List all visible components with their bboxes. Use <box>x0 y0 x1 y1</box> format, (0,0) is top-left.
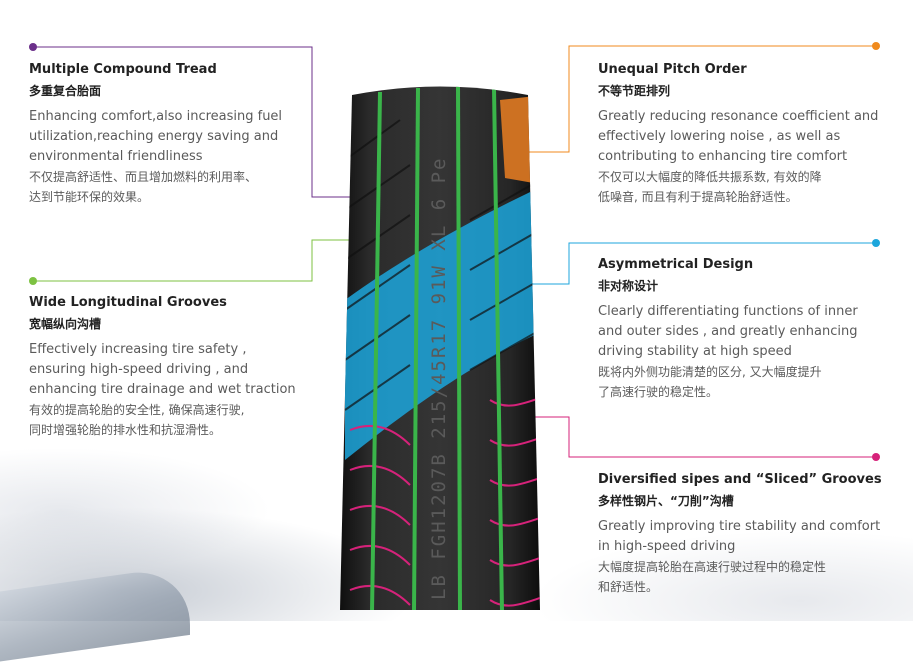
feature-desc-zh-line: 了高速行驶的稳定性。 <box>598 385 719 399</box>
tire-sidewall-text: LB FGH1207B 215/45R17 91W XL 6 Pe <box>428 157 450 601</box>
asym-callout-line <box>522 242 876 285</box>
feature-desc-en-line: Enhancing comfort,also increasing fuel <box>29 109 283 124</box>
feature-desc-zh-line: 同时增强轮胎的排水性和抗湿滑性。 <box>29 423 222 437</box>
feature-title-zh: 多样性钢片、“刀削”沟槽 <box>598 494 734 508</box>
asym-callout-dot <box>872 239 880 247</box>
grooves-callout-dot <box>29 277 37 285</box>
feature-desc-en-line: Greatly reducing resonance coefficient a… <box>598 109 879 124</box>
feature-desc-zh-line: 低噪音, 而且有利于提高轮胎舒适性。 <box>598 190 798 204</box>
feature-desc-en-line: driving stability at high speed <box>598 344 792 359</box>
feature-title-en: Multiple Compound Tread <box>29 62 217 77</box>
feature-desc-en-line: Greatly improving tire stability and com… <box>598 519 881 534</box>
feature-title-en: Diversified sipes and “Sliced” Grooves <box>598 472 882 487</box>
feature-desc-en-line: Clearly differentiating functions of inn… <box>598 304 858 319</box>
feature-title-en: Wide Longitudinal Grooves <box>29 295 227 310</box>
feature-asymmetric: Asymmetrical Design 非对称设计 Clearly differ… <box>598 257 898 402</box>
feature-sipes: Diversified sipes and “Sliced” Grooves 多… <box>598 472 903 597</box>
feature-grooves: Wide Longitudinal Grooves 宽幅纵向沟槽 Effecti… <box>29 295 319 440</box>
feature-desc-en-line: in high-speed driving <box>598 539 736 554</box>
feature-pitch: Unequal Pitch Order 不等节距排列 Greatly reduc… <box>598 62 898 207</box>
feature-desc-zh-line: 大幅度提高轮胎在高速行驶过程中的稳定性 <box>598 560 827 574</box>
feature-desc-zh-line: 和舒适性。 <box>598 580 659 594</box>
feature-desc-en-line: environmental friendliness <box>29 149 203 164</box>
tire-illustration: LB FGH1207B 215/45R17 91W XL 6 Pe <box>340 86 540 610</box>
feature-desc-zh-line: 既将内外侧功能清楚的区分, 又大幅度提升 <box>598 365 822 379</box>
compound-callout-dot <box>29 43 37 51</box>
feature-desc-en-line: and outer sides , and greatly enhancing <box>598 324 858 339</box>
feature-desc-en-line: contributing to enhancing tire comfort <box>598 149 848 164</box>
feature-desc-en-line: effectively lowering noise , as well as <box>598 129 841 144</box>
feature-title-en: Unequal Pitch Order <box>598 62 747 77</box>
feature-title-en: Asymmetrical Design <box>598 257 754 272</box>
pitch-callout-line <box>518 45 876 153</box>
pitch-zone <box>500 95 540 185</box>
feature-title-zh: 多重复合胎面 <box>29 84 102 98</box>
feature-desc-zh-line: 有效的提高轮胎的安全性, 确保高速行驶, <box>29 403 245 417</box>
pitch-callout-dot <box>872 42 880 50</box>
feature-title-zh: 不等节距排列 <box>598 84 671 98</box>
feature-desc-en-line: utilization,reaching energy saving and <box>29 129 279 144</box>
feature-desc-zh-line: 不仅可以大幅度的降低共振系数, 有效的降 <box>598 170 822 184</box>
feature-title-zh: 非对称设计 <box>598 279 659 293</box>
compound-callout-line <box>33 46 360 198</box>
feature-desc-zh-line: 不仅提高舒适性、而且增加燃料的利用率、 <box>29 170 258 184</box>
sipes-callout-dot <box>872 453 880 461</box>
feature-compound: Multiple Compound Tread 多重复合胎面 Enhancing… <box>29 62 309 207</box>
feature-desc-en-line: ensuring high-speed driving , and <box>29 362 249 377</box>
feature-title-zh: 宽幅纵向沟槽 <box>29 317 102 331</box>
feature-desc-en-line: Effectively increasing tire safety , <box>29 342 247 357</box>
sipes-callout-line <box>526 416 876 458</box>
feature-desc-zh-line: 达到节能环保的效果。 <box>29 190 150 204</box>
feature-desc-en-line: enhancing tire drainage and wet traction <box>29 382 296 397</box>
